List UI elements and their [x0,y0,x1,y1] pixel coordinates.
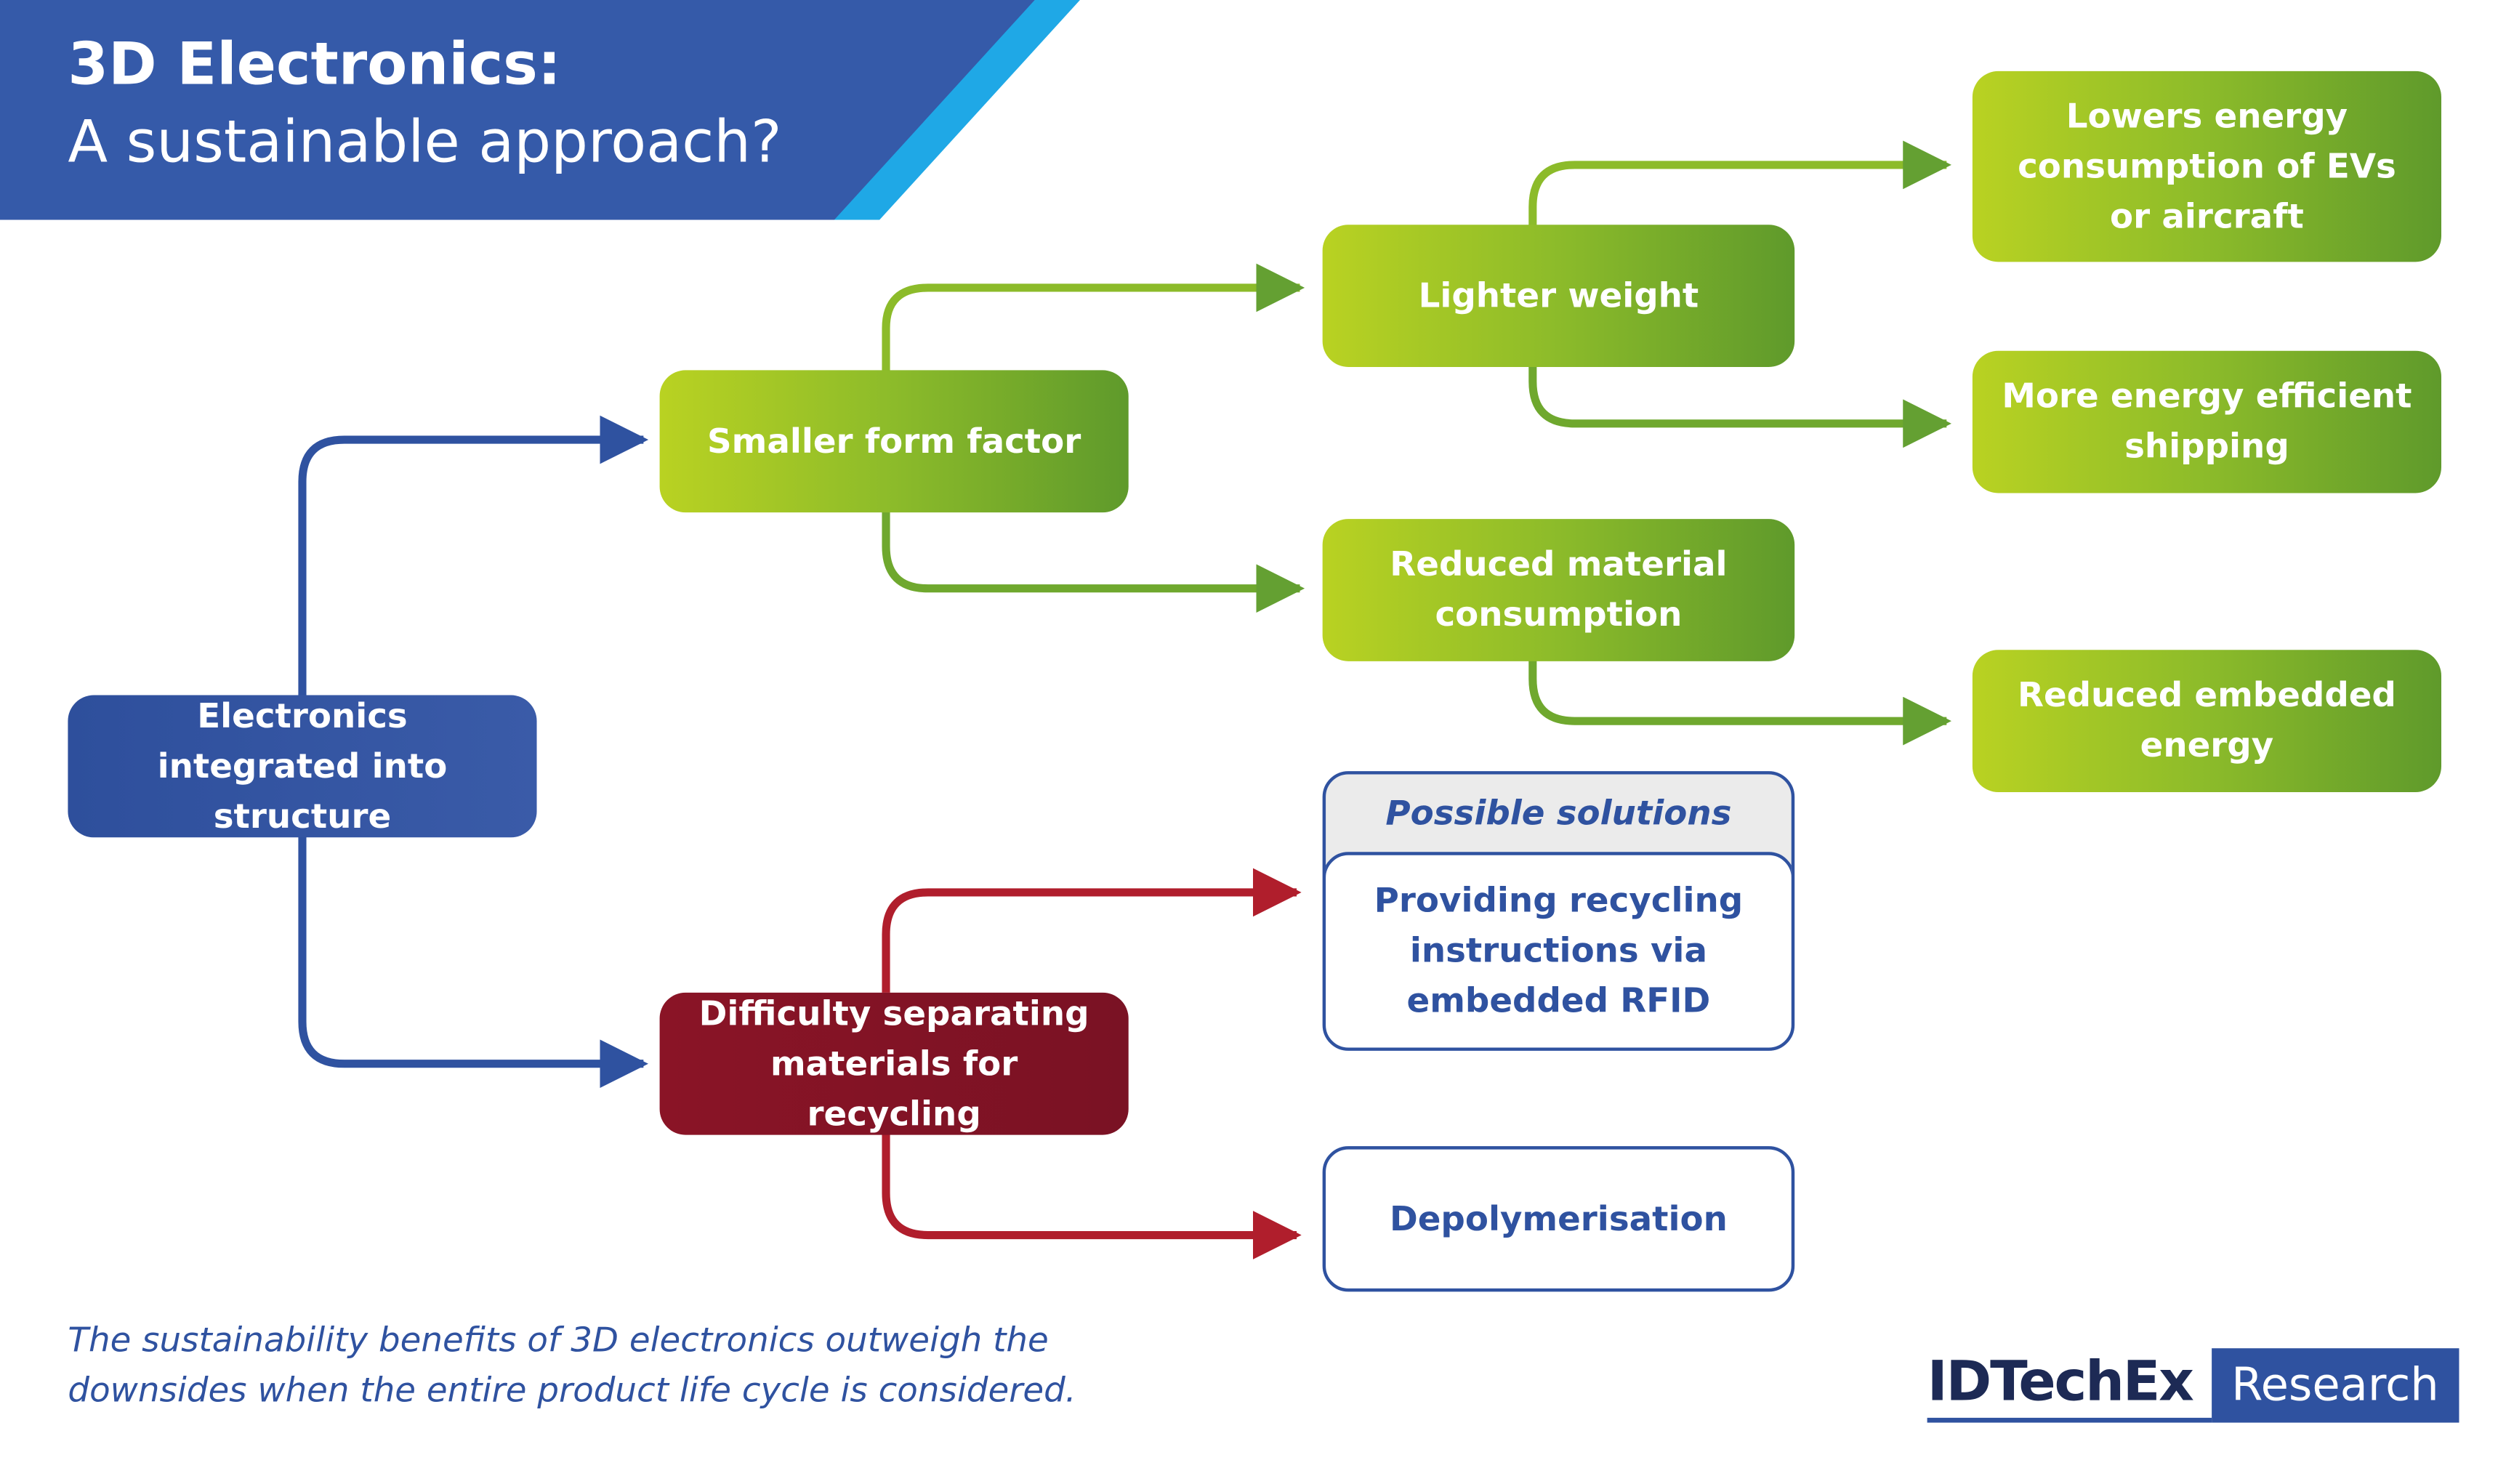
possible-solutions-card: Possible solutions Providing recycling i… [1322,771,1795,1051]
connector-difficulty-to-solutions [882,868,1302,993]
node-electronics-integrated: Electronics integrated into structure [68,695,537,838]
title-banner [0,0,1080,220]
node-smaller-form-factor: Smaller form factor [659,370,1129,513]
possible-solutions-header: Possible solutions [1385,794,1732,833]
node-rfid-instructions: Providing recycling instructions via emb… [1326,852,1792,1048]
node-lowers-energy-evs: Lowers energy consumption of EVs or airc… [1972,70,2441,262]
footer-note: The sustainability benefits of 3D electr… [68,1320,1076,1410]
logo-brand: IDTechEx [1927,1348,2212,1423]
connector-lighter-to-shipping [1528,365,1951,448]
connector-root-to-form-factor [298,415,649,698]
page-title: 3D Electronics: A sustainable approach? [68,29,781,185]
node-efficient-shipping: More energy efficient shipping [1972,350,2441,493]
node-reduced-material: Reduced material consumption [1322,519,1795,661]
connector-form-factor-to-material [882,510,1305,613]
connector-lighter-to-evs [1528,140,1951,227]
connector-material-to-embedded [1528,659,1951,746]
connector-form-factor-to-lighter [882,263,1305,372]
node-lighter-weight: Lighter weight [1322,225,1795,367]
node-reduced-embedded-energy: Reduced embedded energy [1972,650,2441,793]
idtechex-logo: IDTechEx Research [1927,1348,2459,1423]
title-line-1: 3D Electronics: [68,32,561,99]
connector-difficulty-to-depolymerisation [882,1132,1302,1259]
connector-root-to-difficulty [298,834,649,1089]
logo-tag: Research [2212,1348,2459,1423]
node-depolymerisation: Depolymerisation [1322,1146,1795,1292]
node-difficulty-recycling: Difficulty separating materials for recy… [659,992,1129,1135]
title-line-2: A sustainable approach? [68,110,782,177]
